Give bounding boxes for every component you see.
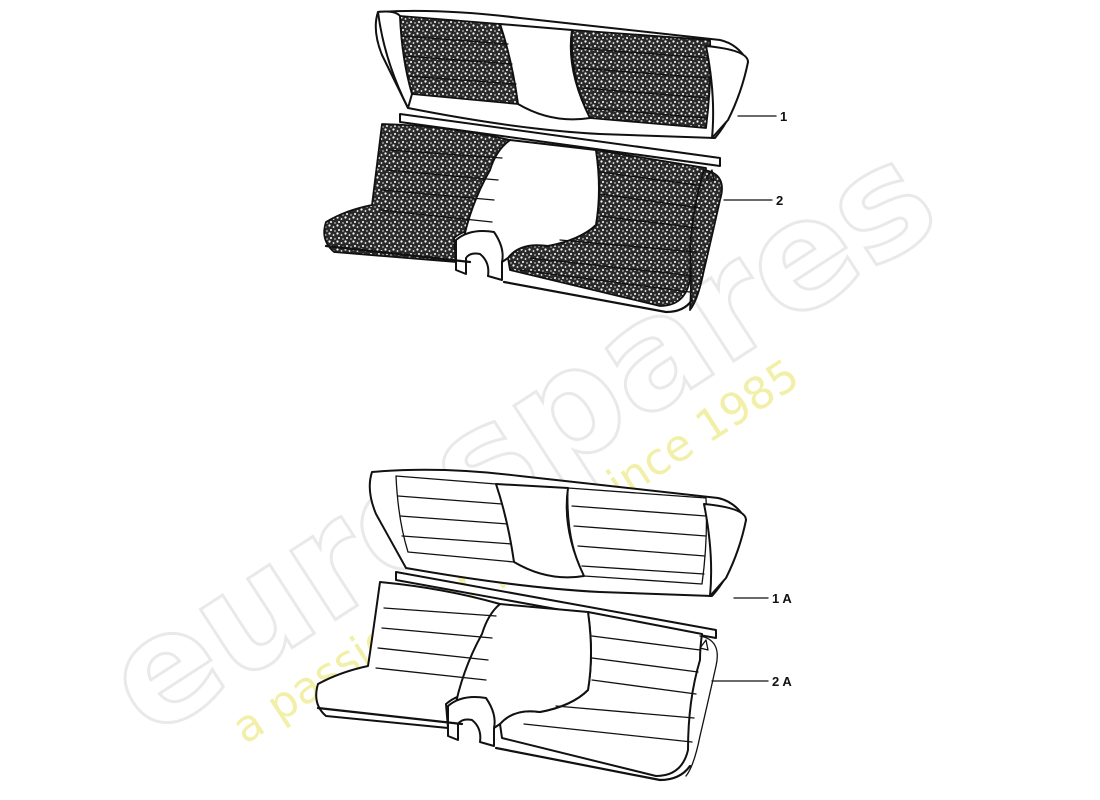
- callouts: 1 2 1 A 2 A: [711, 109, 792, 689]
- callout-label-2a[interactable]: 2 A: [772, 674, 792, 689]
- backrest-cover-fabric: [374, 9, 749, 139]
- callout-label-2[interactable]: 2: [776, 193, 783, 208]
- rear-seat-leather: [315, 468, 747, 782]
- callout-label-1[interactable]: 1: [780, 109, 787, 124]
- callout-label-1a[interactable]: 1 A: [772, 591, 792, 606]
- rear-seat-fabric: [323, 9, 749, 314]
- backrest-cover-leather: [368, 468, 747, 597]
- seat-cover-leather: [315, 571, 718, 782]
- seat-cover-fabric: [323, 113, 723, 314]
